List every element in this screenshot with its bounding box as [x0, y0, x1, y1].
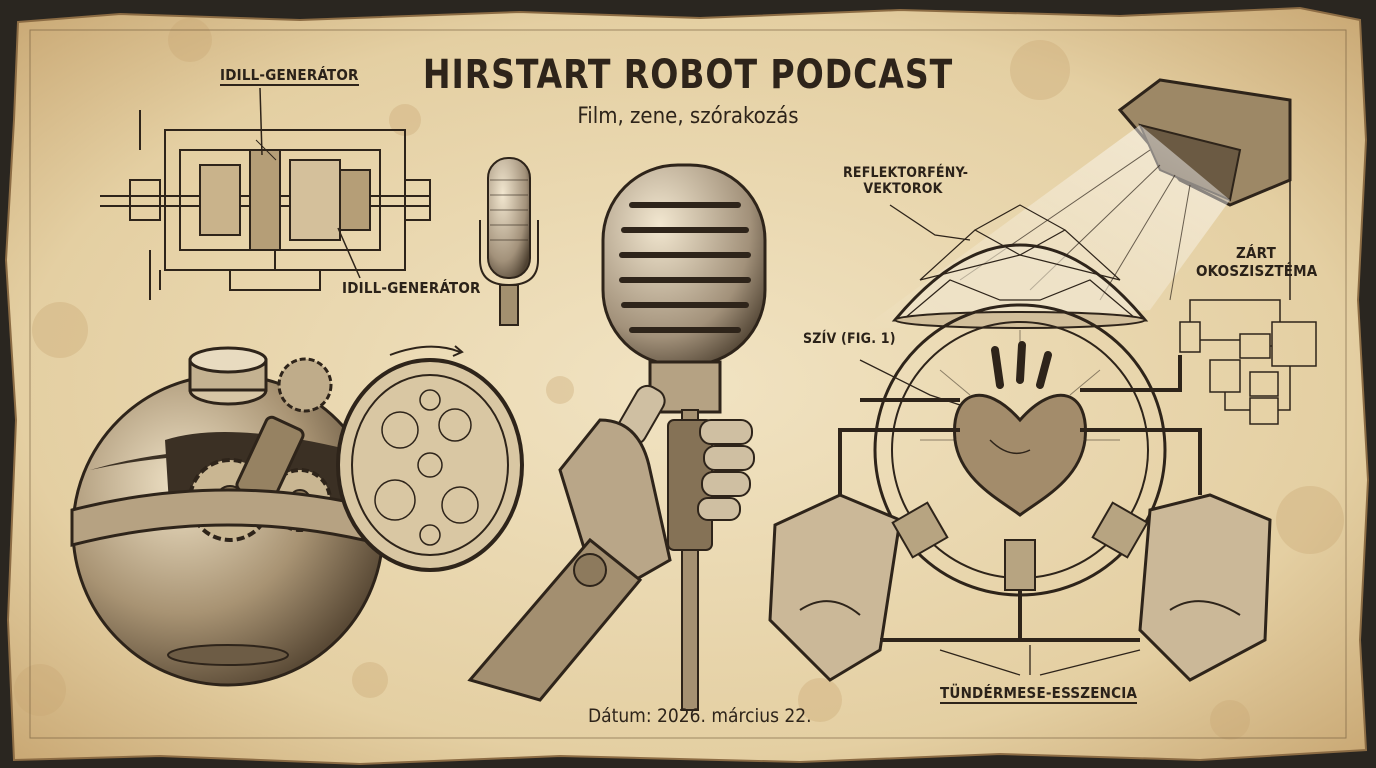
poster-title: HIRSTART ROBOT PODCAST	[422, 52, 954, 98]
ornate-clockwork-disk	[336, 345, 524, 572]
geodesic-dome	[891, 204, 1149, 329]
label-closed-ecosystem-line2: OKOSZISZTÉMA	[1196, 262, 1318, 280]
label-closed-ecosystem-line1: ZÁRT	[1236, 244, 1276, 262]
essence-tanks-and-pipes	[768, 355, 1272, 682]
label-fairytale-essence: TÜNDÉRMESE-ESSZENCIA	[940, 684, 1138, 704]
small-vintage-microphone	[479, 157, 539, 326]
closed-system-circuit	[1179, 140, 1317, 425]
robot-hand-holding-microphone	[467, 163, 767, 711]
label-heart-fig1: SZÍV (FIG. 1)	[803, 331, 896, 347]
poster-date: Dátum: 2026. március 22.	[588, 705, 812, 727]
label-idill-generator-top: IDILL-GENERÁTOR	[220, 66, 359, 86]
label-spotlight-vectors: REFLEKTORFÉNY- VEKTOROK	[843, 165, 969, 197]
label-spotlight-vectors-line2: VEKTOROK	[863, 181, 943, 197]
label-spotlight-vectors-line1: REFLEKTORFÉNY-	[843, 165, 969, 181]
mechanical-sphere-with-gears	[70, 346, 386, 687]
label-closed-ecosystem: ZÁRT OKOSZISZTÉMA	[1196, 244, 1318, 280]
gear-schematic-drawing	[100, 110, 431, 300]
label-idill-generator-bottom: IDILL-GENERÁTOR	[342, 279, 481, 297]
poster-subtitle: Film, zene, szórakozás	[577, 104, 799, 129]
